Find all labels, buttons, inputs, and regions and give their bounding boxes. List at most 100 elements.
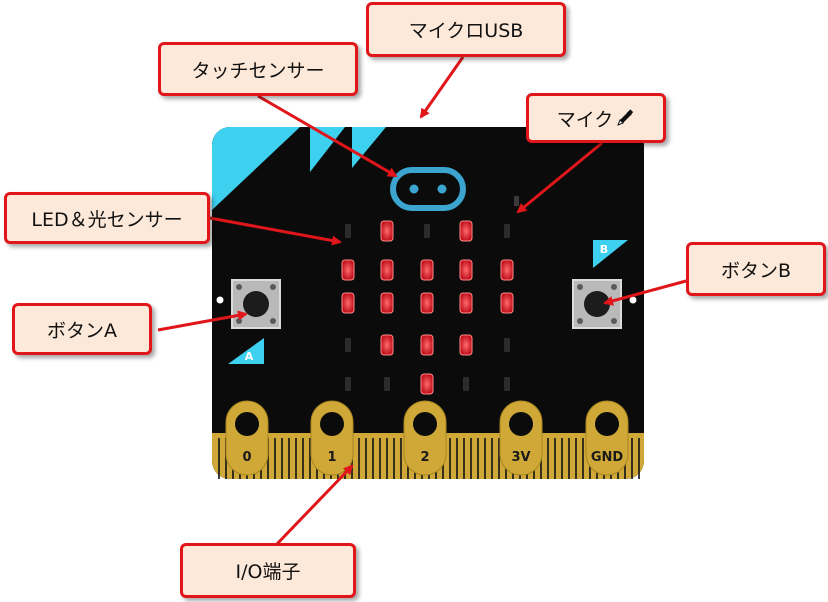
arrow-microphone <box>516 141 603 214</box>
button-a-marker-triangle <box>228 338 264 364</box>
button-b-marker-text: B <box>600 243 608 256</box>
led-on <box>380 220 394 242</box>
led-on <box>420 292 434 314</box>
led-on <box>420 259 434 281</box>
led-on <box>459 292 473 314</box>
edge-finger <box>365 438 367 479</box>
io-pin-hole <box>235 412 259 436</box>
led-on <box>500 292 514 314</box>
arrow-led-light-sensor <box>209 216 342 246</box>
cyan-corner-decoration <box>212 127 300 210</box>
io-pin-label: 3V <box>511 450 530 465</box>
edge-finger <box>274 438 276 479</box>
edge-finger <box>491 438 493 479</box>
led-on <box>341 259 355 281</box>
pencil-microphone-icon <box>617 109 634 126</box>
cyan-stripe-2 <box>352 127 386 168</box>
button-b-screw-tl <box>577 284 583 290</box>
button-a[interactable] <box>231 279 281 329</box>
button-b-marker: B <box>593 240 628 268</box>
io-pin-hole <box>595 412 619 436</box>
touch-logo-dot-left <box>409 184 419 194</box>
callout-button-b: ボタンB <box>686 242 826 296</box>
io-pin-label: GND <box>591 450 624 465</box>
led-on <box>380 292 394 314</box>
callout-io-pins: I/O端子 <box>180 543 356 598</box>
edge-finger <box>386 438 388 479</box>
button-a-marker: A <box>228 338 264 364</box>
button-b-side-dot <box>629 296 637 304</box>
io-pin-hole <box>320 412 344 436</box>
edge-finger <box>561 438 563 479</box>
arrow-touch-sensor <box>257 94 398 178</box>
arrow-button-b <box>603 279 687 306</box>
edge-finger <box>400 438 402 479</box>
edge-finger <box>631 438 633 479</box>
led-on <box>459 259 473 281</box>
edge-finger <box>638 438 640 479</box>
edge-finger <box>463 438 465 479</box>
callout-button-b-text: ボタンB <box>720 259 792 282</box>
edge-finger <box>582 438 584 479</box>
button-a-marker-text: A <box>245 350 254 363</box>
edge-finger <box>470 438 472 479</box>
edge-finger <box>547 438 549 479</box>
callout-led-light-sensor-text: LED＆光センサー <box>31 208 183 231</box>
callout-arrows <box>157 56 687 547</box>
button-a-screw-tr <box>270 284 276 290</box>
arrow-micro-usb <box>419 56 465 119</box>
arrow-io-pins <box>274 464 354 547</box>
touch-sensor-logo <box>390 167 466 211</box>
callout-micro-usb: マイクロUSB <box>366 2 566 57</box>
button-a-screw-bl <box>236 318 242 324</box>
led-on <box>380 334 394 356</box>
io-pin-label: 2 <box>420 450 429 465</box>
led-off <box>424 224 430 238</box>
led-off <box>345 338 351 352</box>
led-on <box>341 292 355 314</box>
edge-finger <box>484 438 486 479</box>
edge-finger <box>498 438 500 479</box>
edge-finger <box>218 438 220 479</box>
arrow-button-a <box>157 310 248 332</box>
edge-finger <box>372 438 374 479</box>
button-b-screw-br <box>611 318 617 324</box>
button-a-side-dot <box>216 296 224 304</box>
button-b[interactable] <box>572 279 622 329</box>
led-on <box>459 334 473 356</box>
led-off <box>504 224 510 238</box>
callout-touch-sensor-text: タッチセンサー <box>191 59 325 82</box>
edge-finger <box>456 438 458 479</box>
edge-finger <box>393 438 395 479</box>
edge-finger <box>568 438 570 479</box>
edge-finger <box>379 438 381 479</box>
led-off <box>504 338 510 352</box>
callout-touch-sensor: タッチセンサー <box>158 42 358 96</box>
callout-microphone-text: マイク <box>556 108 614 131</box>
edge-finger <box>358 438 360 479</box>
led-off <box>504 377 510 391</box>
button-a-screw-tl <box>236 284 242 290</box>
callout-button-a-text: ボタンA <box>47 319 117 342</box>
button-b-marker-triangle <box>593 240 628 268</box>
led-on <box>380 259 394 281</box>
edge-finger <box>288 438 290 479</box>
led-on <box>459 220 473 242</box>
button-a-plunger[interactable] <box>243 291 269 317</box>
io-pin-label: 1 <box>327 450 336 465</box>
edge-finger <box>281 438 283 479</box>
edge-finger <box>575 438 577 479</box>
edge-finger <box>477 438 479 479</box>
led-on <box>420 334 434 356</box>
led-off <box>345 377 351 391</box>
microphone-hole <box>514 196 519 206</box>
led-off <box>384 377 390 391</box>
cyan-stripe-1 <box>310 127 345 172</box>
led-on <box>500 259 514 281</box>
io-pin-hole <box>509 412 533 436</box>
callout-button-a: ボタンA <box>12 303 152 355</box>
touch-logo-dot-right <box>437 184 447 194</box>
